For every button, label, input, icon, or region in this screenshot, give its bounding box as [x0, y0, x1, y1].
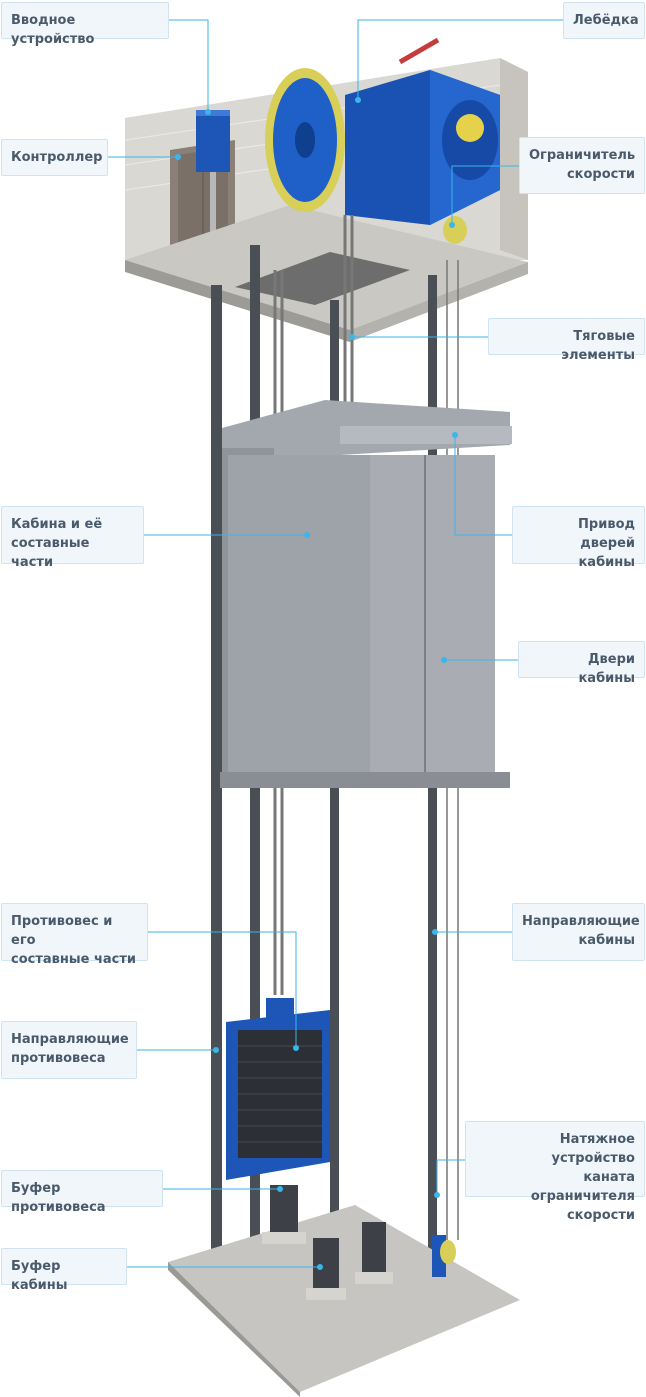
counterweight-label: Противовес и его составные части: [1, 903, 148, 967]
cabin-doors-label: Двери кабины: [518, 641, 645, 686]
tension-device: [432, 1235, 456, 1277]
input-device-box: [196, 110, 230, 242]
counterweight: [226, 998, 330, 1180]
leader-lines: [108, 19, 566, 1270]
machine-room-slab: [125, 205, 528, 342]
input-device-label: Вводное устройство: [1, 2, 169, 47]
speed-limiter-label: Ограничитель скорости: [519, 137, 645, 194]
counterweight-guides-label: Направляющие противовеса: [1, 1021, 137, 1079]
traction-elements-label: Тяговые элементы: [488, 318, 645, 363]
cabin-buffer-label: Буфер кабины: [1, 1248, 127, 1293]
counterweight-buffer-label: Буфер противовеса: [1, 1170, 163, 1215]
door-drive-label: Привод дверей кабины: [512, 506, 645, 570]
cabin: [220, 400, 512, 788]
cabin-label: Кабина и её составные части: [1, 506, 144, 570]
buffers: [262, 1185, 393, 1300]
tension-device-label: Натяжное устройство каната ограничителя …: [465, 1121, 645, 1223]
controller-label: Контроллер: [1, 139, 108, 176]
winch-machine: [265, 37, 500, 244]
winch-label: Лебёдка: [563, 2, 645, 39]
cabin-guides-label: Направляющие кабины: [512, 903, 645, 961]
